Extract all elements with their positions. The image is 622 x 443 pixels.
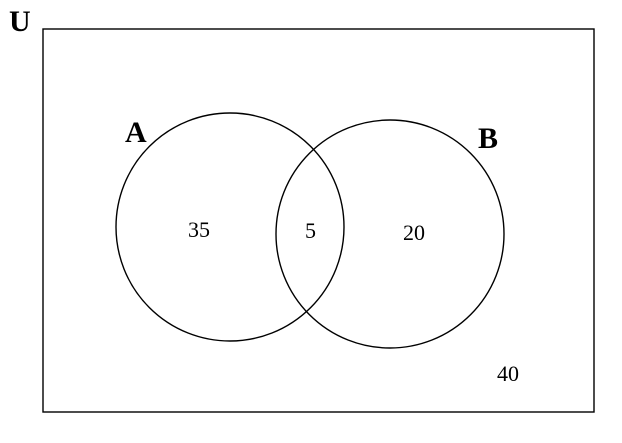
region-intersection-value: 5 (305, 218, 316, 243)
set-b-label: B (478, 122, 498, 155)
set-a-circle (115, 112, 345, 342)
region-a-only-value: 35 (188, 217, 210, 242)
universe-rectangle (42, 28, 595, 413)
set-a-label: A (125, 116, 147, 149)
region-outside-value: 40 (497, 361, 519, 386)
region-b-only-value: 20 (403, 220, 425, 245)
set-b-circle (275, 119, 505, 349)
universe-label: U (9, 5, 31, 38)
